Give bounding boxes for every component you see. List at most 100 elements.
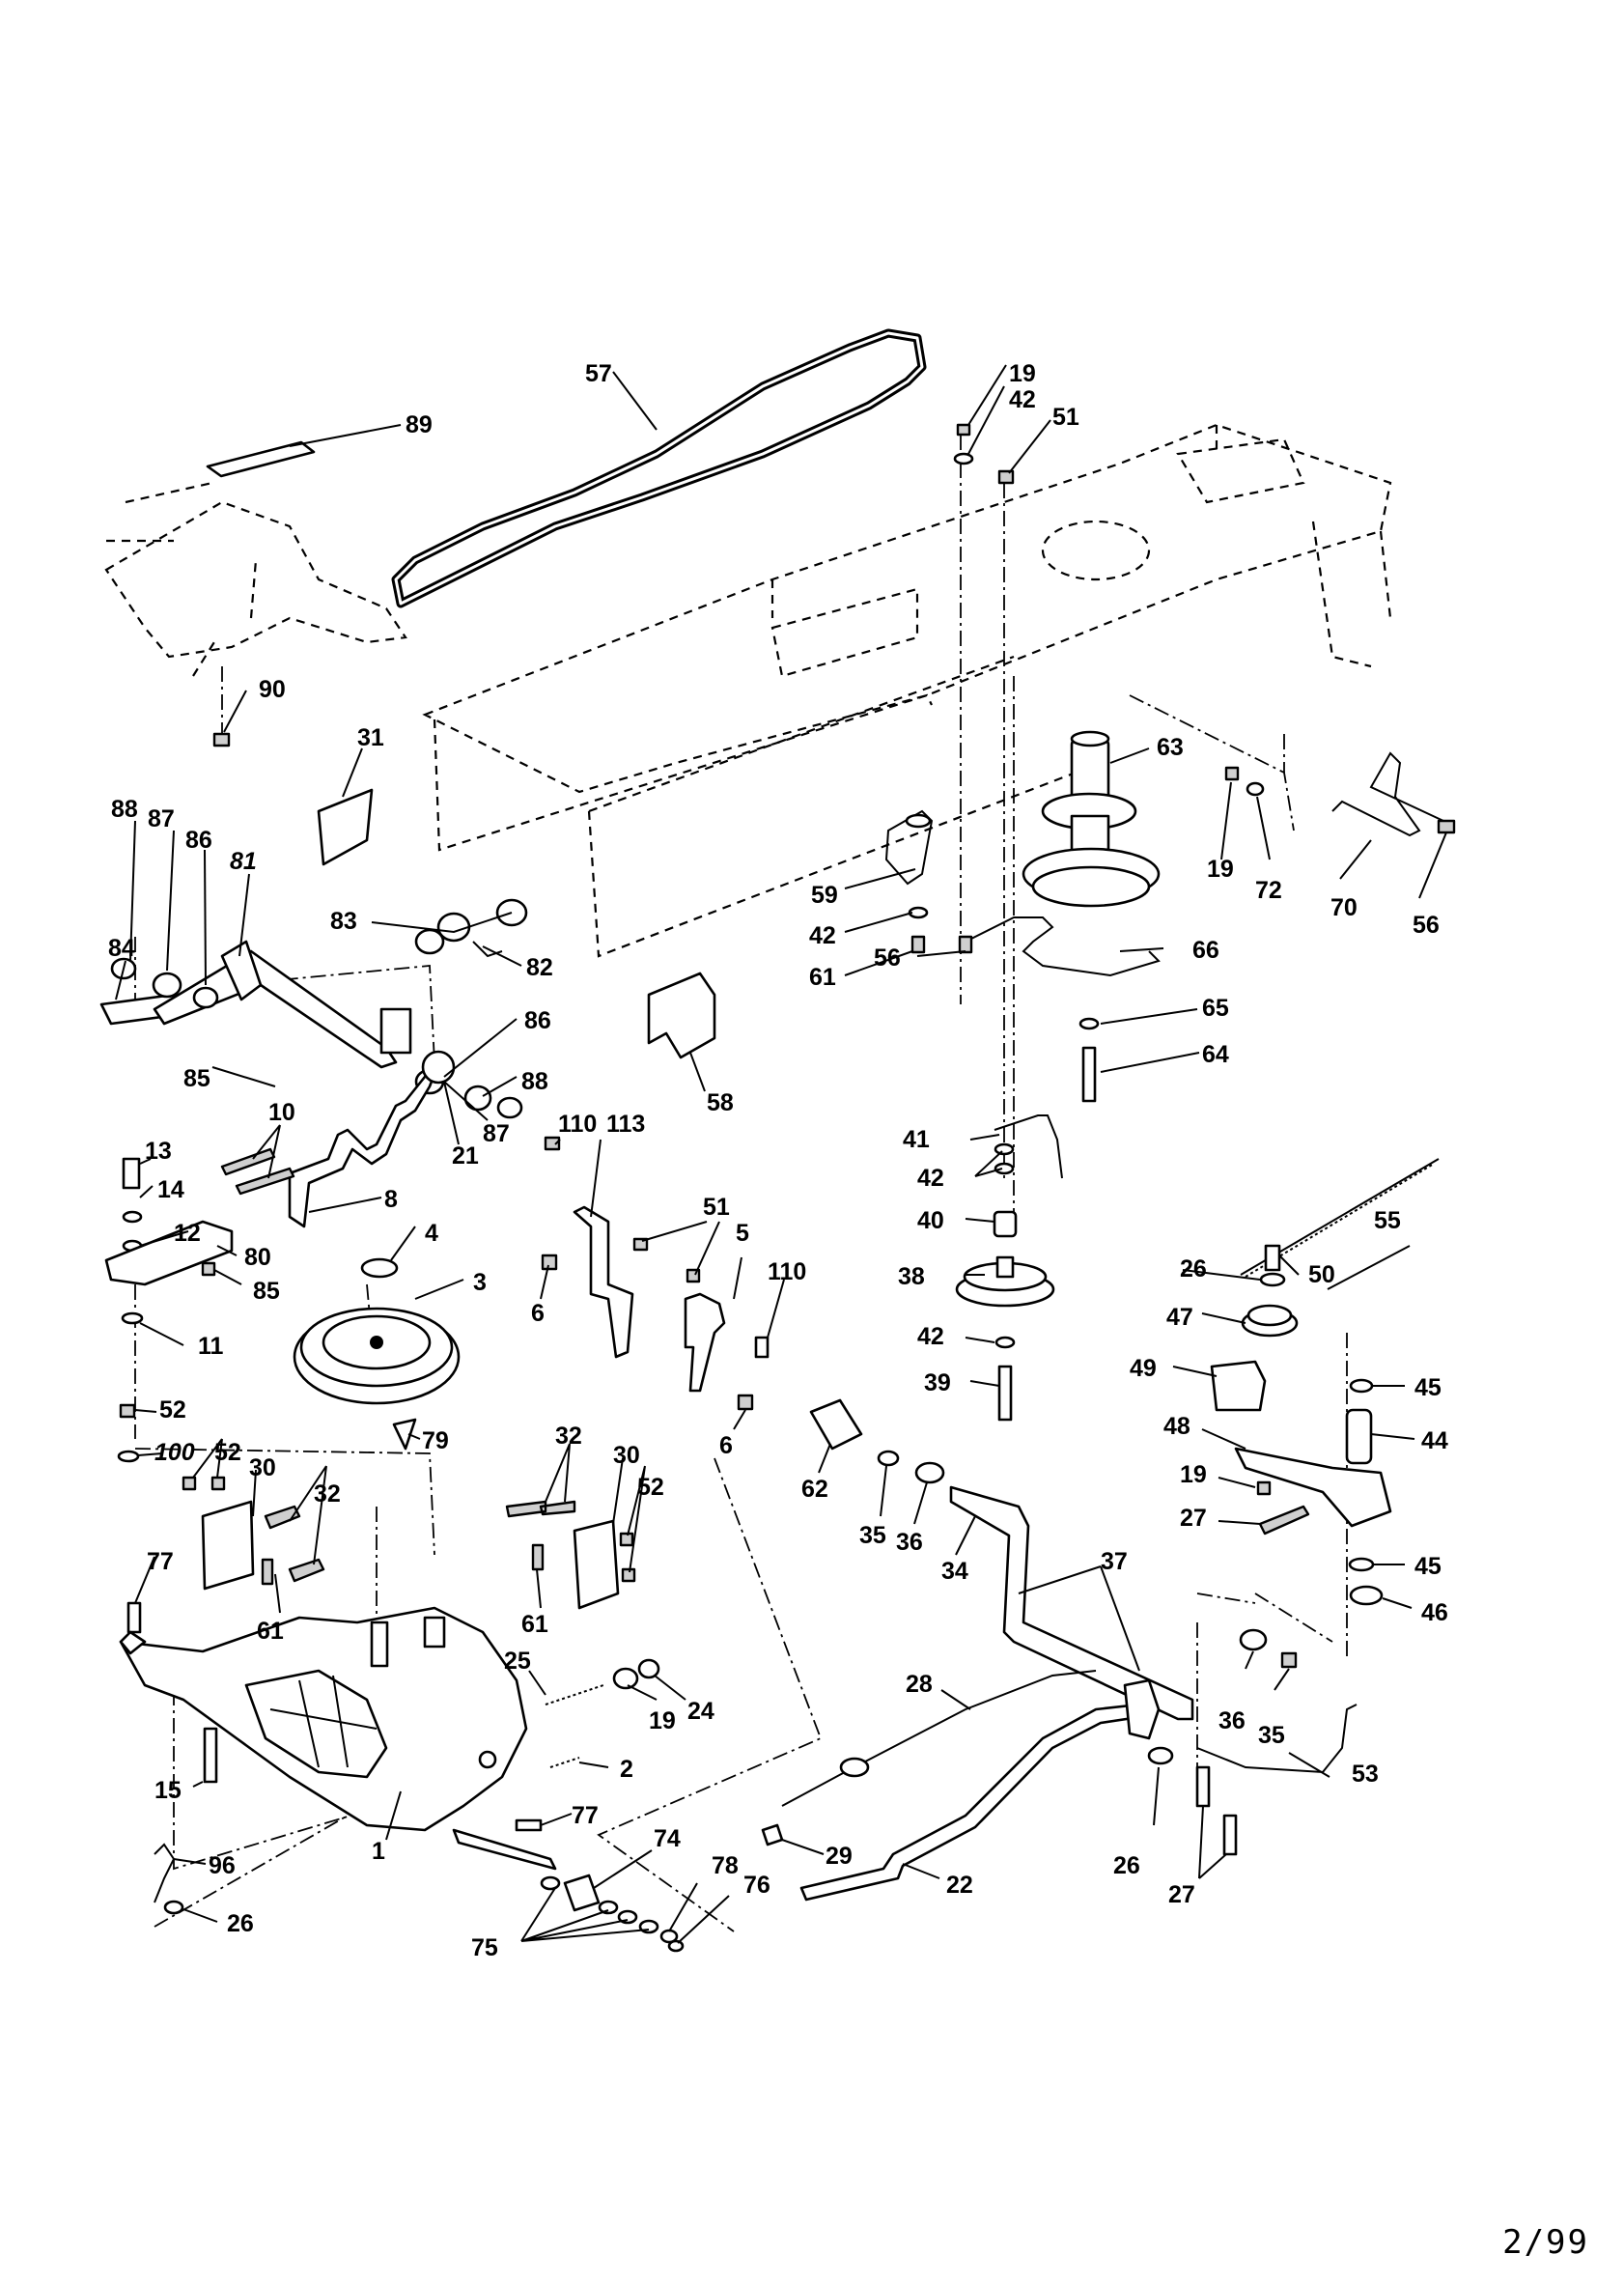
- callout-1: 1: [372, 1838, 385, 1865]
- washer-36-b: [1239, 1628, 1268, 1651]
- callout-6: 6: [719, 1432, 733, 1459]
- decal-plate: [206, 440, 316, 478]
- bushing-74: [563, 1874, 601, 1912]
- cross-shaft-34: [949, 1485, 1194, 1721]
- nut-35-b: [1280, 1651, 1298, 1669]
- callout-6: 6: [531, 1300, 545, 1327]
- bracket-37: [1123, 1678, 1161, 1740]
- pin-96: [154, 1843, 176, 1903]
- spacer-44: [1345, 1408, 1373, 1465]
- callout-26: 26: [227, 1910, 254, 1937]
- callout-2: 2: [620, 1756, 633, 1783]
- washer-24: [637, 1658, 660, 1679]
- washer-35-a: [877, 1450, 900, 1467]
- bolt-27-a: [1258, 1505, 1310, 1536]
- callout-labels: 57 19 42 51 89 90 31 63 19 72 70 56 88 8…: [108, 360, 1448, 1961]
- callout-31: 31: [357, 724, 384, 751]
- callout-47: 47: [1166, 1304, 1193, 1331]
- pin-77-a: [126, 1601, 142, 1634]
- callout-52: 52: [214, 1439, 241, 1466]
- callout-10: 10: [268, 1099, 295, 1126]
- washer-59: [905, 813, 932, 829]
- bolt-61-b: [261, 1558, 274, 1586]
- ring-46: [1349, 1585, 1384, 1606]
- callout-26: 26: [1113, 1852, 1140, 1879]
- callout-85: 85: [253, 1278, 280, 1305]
- spring-25: [545, 1684, 604, 1705]
- bolt-6-b: [737, 1394, 754, 1411]
- callout-41: 41: [903, 1126, 930, 1153]
- bolt-64: [1081, 1046, 1097, 1103]
- callout-32: 32: [555, 1423, 582, 1450]
- callout-19: 19: [1207, 856, 1234, 883]
- callout-36: 36: [1218, 1707, 1246, 1734]
- callout-80: 80: [244, 1244, 271, 1271]
- nut-19-trans: [612, 1667, 639, 1690]
- callout-61: 61: [521, 1611, 548, 1638]
- callout-52: 52: [159, 1396, 186, 1423]
- callout-24: 24: [687, 1698, 714, 1725]
- frame-phantom-outline: [104, 423, 1392, 1932]
- callout-28: 28: [906, 1671, 933, 1698]
- bolt-50: [1264, 1244, 1281, 1272]
- spring-rod-70: [1331, 751, 1444, 837]
- washer-45-b: [1348, 1557, 1375, 1572]
- rod-28-end: [839, 1757, 870, 1778]
- callout-75: 75: [471, 1934, 498, 1961]
- callout-96: 96: [209, 1852, 236, 1879]
- bolts-32-a: [264, 1505, 325, 1583]
- idler-arm-48: [1234, 1447, 1392, 1528]
- callout-89: 89: [406, 411, 433, 438]
- nut-52-e: [621, 1567, 636, 1583]
- callout-21: 21: [452, 1142, 479, 1170]
- callout-29: 29: [826, 1843, 853, 1870]
- callout-61: 61: [257, 1618, 284, 1645]
- washer-75-b: [598, 1900, 619, 1915]
- bolt-110-a: [544, 1136, 561, 1151]
- nut-52-d: [619, 1532, 634, 1547]
- transaxle-1: [119, 1606, 557, 1871]
- washer-42-c1: [994, 1142, 1015, 1156]
- callout-35: 35: [859, 1522, 886, 1549]
- callout-36: 36: [896, 1529, 923, 1556]
- callout-74: 74: [654, 1825, 681, 1852]
- spring-2: [549, 1757, 580, 1768]
- callout-113: 113: [606, 1111, 645, 1138]
- callout-66: 66: [1192, 937, 1219, 964]
- pulley-47: [1241, 1304, 1299, 1338]
- transmission-pulley-3: [293, 1307, 461, 1405]
- bolts-32-b: [505, 1500, 576, 1518]
- guard-49: [1210, 1360, 1267, 1412]
- callout-87: 87: [148, 805, 175, 832]
- nut-85: [201, 1261, 216, 1277]
- rod-28: [781, 1670, 1097, 1807]
- callout-12: 12: [174, 1220, 201, 1247]
- callout-19: 19: [1009, 360, 1036, 387]
- callout-15: 15: [154, 1777, 182, 1804]
- nut-51-top: [997, 469, 1015, 485]
- callout-34: 34: [941, 1558, 968, 1585]
- callout-88: 88: [521, 1068, 548, 1095]
- bracket-5: [684, 1292, 726, 1393]
- callout-3: 3: [473, 1269, 487, 1296]
- washer-26-b: [1147, 1746, 1174, 1765]
- callout-14: 14: [157, 1176, 184, 1203]
- callout-86: 86: [185, 827, 212, 854]
- nut-90: [212, 732, 231, 747]
- callout-38: 38: [898, 1263, 925, 1290]
- callout-25: 25: [504, 1648, 531, 1675]
- callout-19: 19: [1180, 1461, 1207, 1488]
- callout-42: 42: [1009, 386, 1036, 413]
- nut-52-b: [182, 1476, 197, 1491]
- ring-4: [360, 1257, 399, 1279]
- callout-56: 56: [1413, 912, 1440, 939]
- callout-4: 4: [425, 1220, 438, 1247]
- callout-39: 39: [924, 1369, 951, 1396]
- callout-51: 51: [1052, 404, 1079, 431]
- nut-19-right-b: [1256, 1480, 1272, 1496]
- callout-65: 65: [1202, 995, 1229, 1022]
- washer-36-a: [914, 1461, 945, 1484]
- knob-21: [421, 1050, 456, 1085]
- bolt-13: [122, 1157, 141, 1190]
